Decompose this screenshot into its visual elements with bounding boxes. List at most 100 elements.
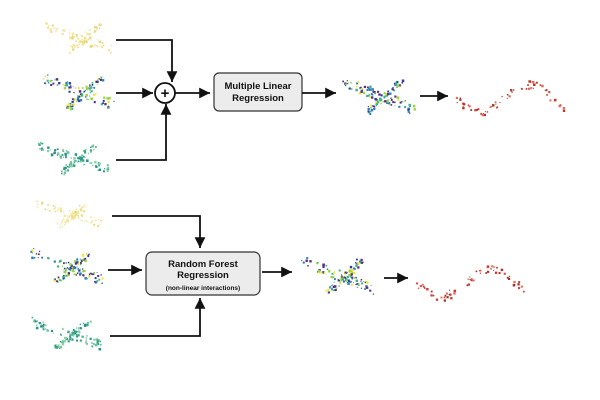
map-point <box>373 90 376 93</box>
map-point <box>426 288 429 291</box>
map-point <box>61 339 64 342</box>
map-point <box>331 272 334 275</box>
map-point <box>467 104 470 106</box>
map-point <box>70 85 72 87</box>
arrow-input-1 <box>112 215 206 248</box>
map-point <box>78 90 82 93</box>
map-point <box>301 259 303 262</box>
map-point <box>64 223 66 226</box>
map-point <box>69 44 72 47</box>
map-point <box>52 205 55 207</box>
map-point <box>462 107 465 110</box>
map-point <box>401 81 404 84</box>
map-point <box>369 113 372 115</box>
map-point <box>82 336 84 338</box>
map-point <box>90 217 92 219</box>
map-point <box>351 270 354 273</box>
map-point <box>44 208 47 211</box>
map-point <box>39 142 42 144</box>
map-point <box>528 87 531 90</box>
map-point <box>36 200 38 202</box>
map-point <box>562 109 566 112</box>
map-point <box>108 97 111 100</box>
map-point <box>88 87 92 90</box>
map-point <box>371 96 374 99</box>
map-point <box>356 258 358 261</box>
map-point <box>329 286 332 289</box>
map-point <box>394 105 396 107</box>
map-point <box>477 108 480 111</box>
map-point <box>47 149 50 153</box>
map-point <box>370 93 373 96</box>
map-point <box>63 29 65 32</box>
map-point <box>506 97 508 99</box>
map-point <box>377 90 380 93</box>
map-point <box>77 334 80 337</box>
map-point <box>539 84 542 86</box>
map-point <box>39 148 41 150</box>
map-point <box>456 102 458 104</box>
map-point <box>94 277 97 280</box>
map-point <box>31 249 34 252</box>
map-point <box>56 280 58 282</box>
map-point <box>67 273 70 277</box>
map-point <box>80 34 83 37</box>
map-point <box>443 296 446 299</box>
map-point <box>38 143 41 146</box>
map-point <box>71 100 74 104</box>
map-point <box>86 32 90 36</box>
map-point <box>317 261 319 264</box>
map-point <box>62 269 65 271</box>
map-point <box>61 29 64 31</box>
map-point <box>68 90 71 93</box>
map-point <box>489 106 491 108</box>
map-point <box>72 103 75 106</box>
map-point <box>76 99 79 101</box>
map-point <box>61 328 64 330</box>
map-point <box>68 82 72 85</box>
map-point <box>97 169 100 171</box>
map-point <box>69 106 73 109</box>
map-point <box>66 106 68 108</box>
map-point <box>81 87 84 89</box>
map-point <box>97 163 100 165</box>
map-point <box>72 86 74 88</box>
map-point <box>467 278 469 280</box>
map-point <box>479 270 481 272</box>
map-point <box>73 266 77 270</box>
map-point <box>75 274 77 276</box>
map-point <box>67 103 69 105</box>
map-point <box>63 171 66 174</box>
map-point <box>350 82 352 84</box>
map-point <box>422 285 425 288</box>
map-point <box>512 283 516 287</box>
map-point <box>95 93 97 95</box>
map-point <box>59 155 61 157</box>
map-point <box>63 340 66 343</box>
map-point <box>84 38 87 41</box>
map-point <box>558 105 561 108</box>
map-point <box>70 165 73 168</box>
map-point <box>86 343 88 345</box>
map-point <box>77 99 81 103</box>
map-point <box>78 327 81 330</box>
map-point <box>80 209 83 211</box>
map-point <box>107 166 110 169</box>
map-point <box>83 155 85 158</box>
map-point <box>41 148 45 151</box>
map-point <box>351 272 353 274</box>
map-point <box>94 30 97 33</box>
map-point <box>84 204 86 206</box>
map-point <box>500 268 504 272</box>
map-point <box>65 269 67 272</box>
map-point <box>353 272 356 275</box>
map-point <box>81 258 85 262</box>
map-point <box>379 98 382 101</box>
map-point <box>41 256 44 259</box>
map-point <box>408 112 411 114</box>
map-point <box>77 268 79 270</box>
map-point <box>53 207 56 210</box>
map-point <box>507 277 511 280</box>
map-point <box>528 80 531 83</box>
map-point <box>522 290 525 293</box>
